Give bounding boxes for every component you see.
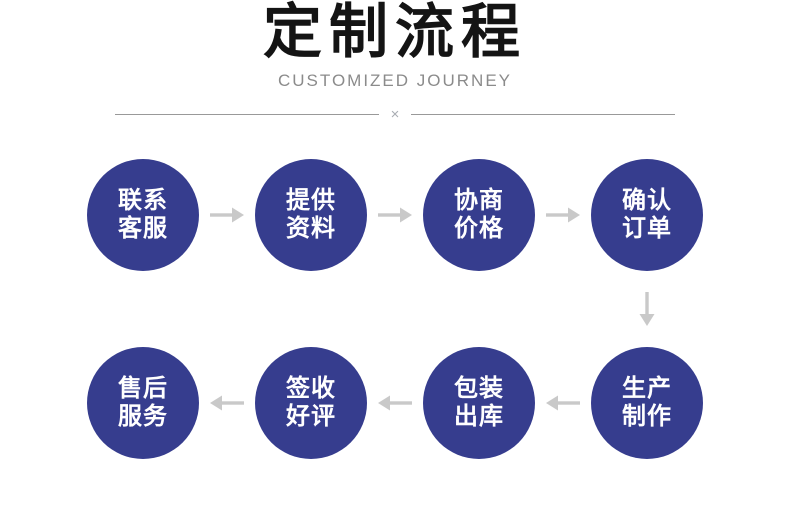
step-aftersales-service: 售后 服务 [87, 346, 199, 459]
step-sign-and-review: 签收 好评 [255, 346, 367, 459]
flow-bottom-row: 售后 服务 签收 好评 包装 出库 生产 制作 [87, 346, 703, 459]
step-label-line: 协商 [454, 186, 504, 214]
step-label-line: 好评 [286, 402, 336, 430]
step-label-line: 资料 [286, 214, 336, 242]
arrow-left-icon [367, 395, 423, 411]
step-confirm-order: 确认 订单 [591, 158, 703, 271]
step-label-line: 包装 [454, 374, 504, 402]
step-label-line: 售后 [118, 374, 168, 402]
divider-x-mark: × [390, 105, 400, 123]
title-divider: × [115, 105, 676, 123]
step-label-line: 出库 [454, 402, 504, 430]
arrow-down-icon [639, 291, 655, 331]
step-label-line: 订单 [622, 214, 672, 242]
page-subtitle: CUSTOMIZED JOURNEY [277, 70, 513, 90]
step-production: 生产 制作 [591, 346, 703, 459]
step-label-line: 制作 [622, 402, 672, 430]
arrow-right-icon [367, 207, 423, 223]
step-label-line: 联系 [118, 186, 168, 214]
step-label-line: 客服 [118, 214, 168, 242]
step-label-line: 服务 [118, 402, 168, 430]
arrow-left-icon [199, 395, 255, 411]
arrow-left-icon [535, 395, 591, 411]
divider-line [411, 113, 676, 115]
page-title: 定制流程 [262, 0, 527, 65]
step-provide-materials: 提供 资料 [255, 158, 367, 271]
arrow-right-icon [199, 207, 255, 223]
step-contact-support: 联系 客服 [87, 158, 199, 271]
step-pack-and-ship: 包装 出库 [423, 346, 535, 459]
arrow-right-icon [535, 207, 591, 223]
step-label-line: 生产 [622, 374, 672, 402]
flow-top-row: 联系 客服 提供 资料 协商 价格 确认 订单 [87, 158, 703, 271]
flow-diagram: 联系 客服 提供 资料 协商 价格 确认 订单 [87, 158, 703, 459]
step-label-line: 价格 [454, 214, 504, 242]
step-negotiate-price: 协商 价格 [423, 158, 535, 271]
step-label-line: 签收 [286, 374, 336, 402]
flow-connector-row [87, 271, 703, 347]
divider-line [115, 113, 379, 115]
step-label-line: 提供 [286, 186, 336, 214]
step-label-line: 确认 [622, 186, 672, 214]
